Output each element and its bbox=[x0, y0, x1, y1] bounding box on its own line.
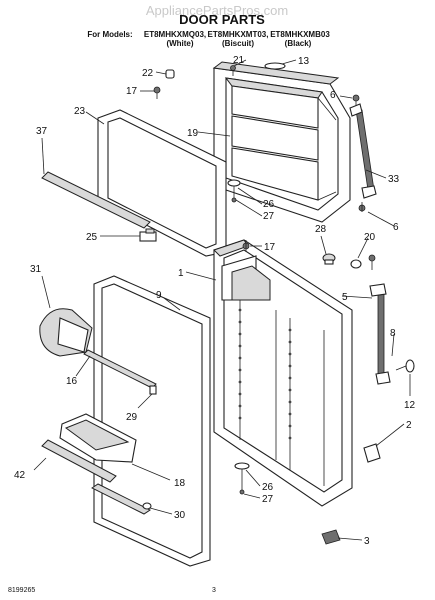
callout-label: 25 bbox=[86, 232, 98, 243]
plug-cap-part bbox=[165, 69, 175, 79]
hinge-part bbox=[227, 179, 241, 203]
fresh-food-gasket-part bbox=[93, 275, 211, 567]
callout-label: 13 bbox=[298, 56, 310, 67]
callout-label: 1 bbox=[178, 268, 184, 279]
freezer-gasket-part bbox=[97, 109, 227, 257]
callout-label: 29 bbox=[126, 412, 138, 423]
knob-part bbox=[322, 253, 336, 265]
callout-label: 17 bbox=[264, 242, 276, 253]
watermark: AppliancePartsPros.com bbox=[146, 3, 288, 18]
callout-label: 17 bbox=[126, 86, 138, 97]
model-color: (Biscuit) bbox=[222, 39, 254, 48]
model-color: (White) bbox=[166, 39, 193, 48]
freezer-door-part bbox=[212, 61, 351, 223]
callout-label: 12 bbox=[404, 400, 416, 411]
callout-label: 2 bbox=[406, 420, 412, 431]
screw-icon bbox=[153, 86, 161, 99]
model-number: ET8MHKXMB03 bbox=[270, 30, 330, 39]
hinge-part bbox=[363, 443, 381, 463]
callout-label: 23 bbox=[74, 106, 86, 117]
callout-label: 3 bbox=[364, 536, 370, 547]
callout-label: 27 bbox=[262, 494, 274, 505]
callout-label: 19 bbox=[187, 128, 199, 139]
callout-label: 26 bbox=[262, 482, 274, 493]
cover-plug-part bbox=[264, 62, 286, 70]
model-number: ET8MHKXMQ03, bbox=[144, 30, 206, 39]
hinge-part bbox=[234, 462, 250, 495]
leader-lines bbox=[33, 59, 411, 541]
hinge-cover-part bbox=[321, 529, 341, 545]
callout-label: 22 bbox=[142, 68, 154, 79]
door-rail-part bbox=[41, 171, 151, 229]
cap-part bbox=[350, 259, 362, 269]
callout-label: 30 bbox=[174, 510, 186, 521]
dairy-door-part bbox=[39, 308, 93, 357]
fresh-food-handle-part bbox=[369, 283, 391, 385]
document-number: 8199265 bbox=[8, 587, 35, 594]
screw-icon bbox=[368, 254, 376, 270]
callout-label: 33 bbox=[388, 174, 400, 185]
callout-label: 6 bbox=[393, 222, 399, 233]
door-bin-part bbox=[59, 413, 137, 463]
callout-label: 8 bbox=[390, 328, 396, 339]
model-number: ET8MHKXMT03, bbox=[208, 30, 269, 39]
page-number: 3 bbox=[212, 587, 216, 594]
screw-icon bbox=[230, 65, 236, 76]
callout-label: 5 bbox=[342, 292, 348, 303]
callout-label: 31 bbox=[30, 264, 42, 275]
diagram-title: DOOR PARTS bbox=[179, 12, 265, 27]
callout-label: 20 bbox=[364, 232, 376, 243]
freezer-handle-part bbox=[349, 103, 377, 199]
clip-part bbox=[149, 385, 157, 395]
rail-end-part bbox=[91, 483, 152, 515]
callout-label: 26 bbox=[263, 199, 275, 210]
callout-label: 6 bbox=[330, 90, 336, 101]
callout-label: 16 bbox=[66, 376, 78, 387]
callout-label: 18 bbox=[174, 478, 186, 489]
screw-icon bbox=[352, 94, 360, 106]
screw-icon bbox=[242, 240, 250, 252]
screw-icon bbox=[358, 202, 366, 212]
clip-part bbox=[139, 228, 157, 242]
callout-labels: 21 13 22 17 6 23 37 19 33 26 27 25 6 28 … bbox=[14, 55, 416, 547]
callout-label: 9 bbox=[156, 290, 162, 301]
fresh-food-door-part bbox=[213, 239, 353, 507]
shelf-rail-part bbox=[83, 349, 157, 389]
models-prefix: For Models: bbox=[87, 30, 132, 39]
shelf-holes bbox=[238, 308, 292, 440]
callout-label: 42 bbox=[14, 470, 26, 481]
callout-label: 28 bbox=[315, 224, 327, 235]
callout-label: 27 bbox=[263, 211, 275, 222]
nut-part bbox=[405, 359, 415, 373]
model-color: (Black) bbox=[285, 39, 312, 48]
callout-label: 37 bbox=[36, 126, 48, 137]
bin-rail-part bbox=[41, 439, 117, 483]
callout-label: 21 bbox=[233, 55, 245, 66]
